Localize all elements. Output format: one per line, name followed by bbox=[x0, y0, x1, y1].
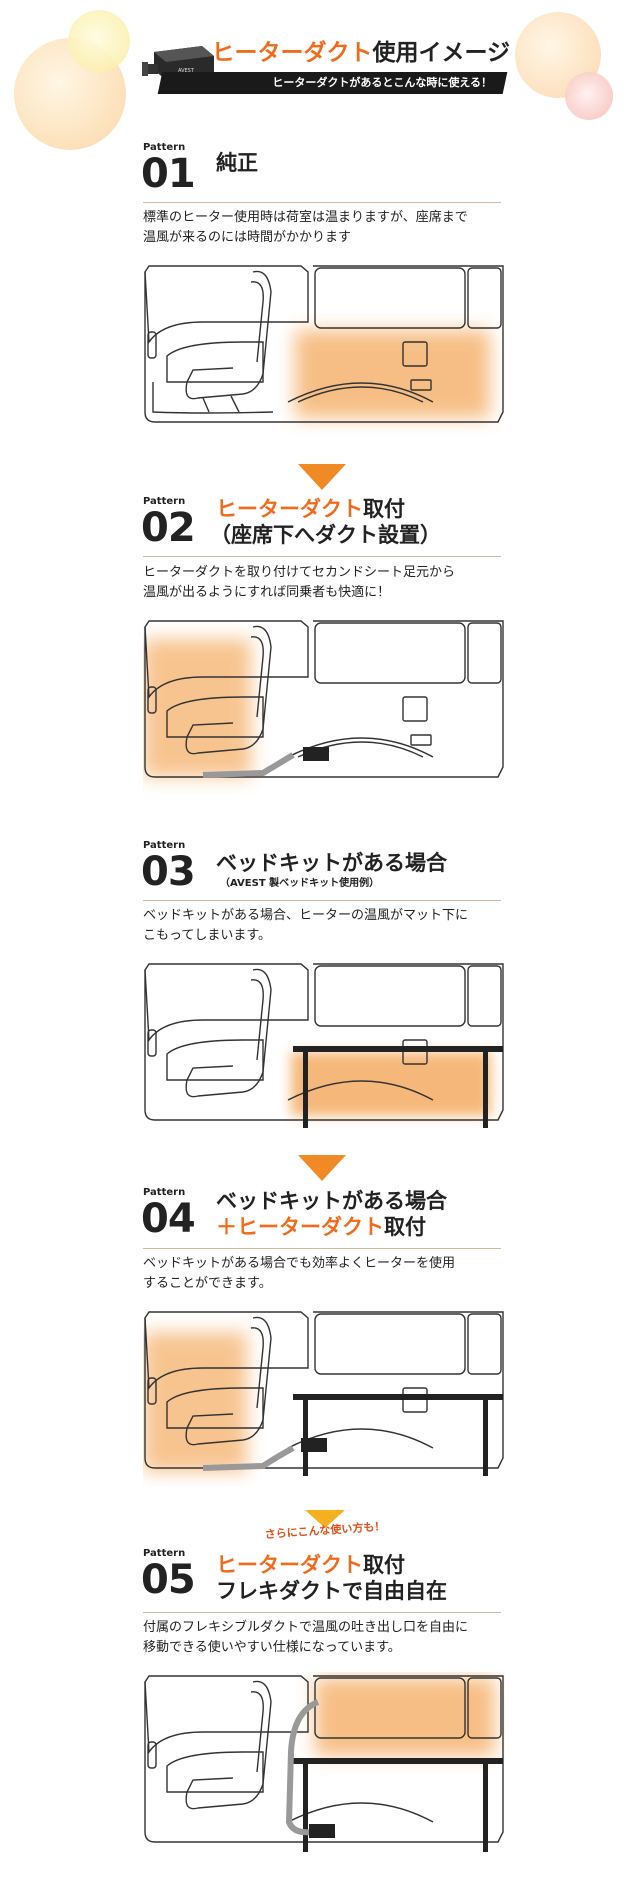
pattern-number: 02 bbox=[141, 505, 196, 551]
page-subtitle: ヒーターダクトがあるとこんな時に使える！ bbox=[272, 76, 492, 89]
duct-hose bbox=[202, 1445, 295, 1471]
flexible-duct bbox=[285, 1699, 320, 1836]
divider bbox=[143, 1612, 501, 1613]
decor-bubble-yellow bbox=[68, 10, 130, 72]
page-title: ヒーターダクト使用イメージ bbox=[200, 38, 510, 68]
down-arrow-icon bbox=[298, 1155, 346, 1181]
pattern-number: 01 bbox=[141, 151, 196, 197]
note-marker-icon bbox=[305, 1510, 345, 1528]
pattern-label: Pattern bbox=[143, 496, 186, 507]
description-line: ベッドキットがある場合でも効率よくヒーターを使用 bbox=[143, 1256, 456, 1271]
section-description: ヒーターダクトを取り付けてセカンドシート足元から 温風が出るようにすれば同乗者も… bbox=[143, 563, 503, 603]
description-line: することができます。 bbox=[143, 1276, 272, 1291]
divider bbox=[143, 556, 501, 557]
description-line: こもってしまいます。 bbox=[143, 928, 272, 943]
heater-duct-icon: AVEST bbox=[142, 46, 214, 80]
van-interior-illustration bbox=[143, 1311, 504, 1476]
section-heading-text: 純正 bbox=[216, 151, 258, 175]
section-heading-line2: フレキダクトで自由自在 bbox=[216, 1579, 447, 1603]
duct-hose bbox=[202, 752, 295, 778]
down-arrow-icon bbox=[298, 464, 346, 490]
section-description: 標準のヒーター使用時は荷室は温まりますが、座席まで 温風が来るのには時間がかかり… bbox=[143, 208, 503, 248]
van-interior-illustration bbox=[144, 1675, 504, 1852]
bed-kit bbox=[293, 1046, 503, 1128]
pattern-number: 04 bbox=[141, 1196, 196, 1242]
warm-air-zone bbox=[295, 330, 490, 418]
section-heading-text: ベッドキットがある場合 bbox=[216, 1189, 447, 1213]
pattern-number: 03 bbox=[141, 849, 196, 895]
warm-air-zone bbox=[143, 639, 251, 777]
pattern-label: Pattern bbox=[143, 1548, 186, 1559]
section-heading-text: ベッドキットがある場合 bbox=[216, 851, 447, 875]
divider bbox=[143, 1248, 501, 1249]
section-heading-line2: ＋ヒーターダクト取付 bbox=[216, 1214, 426, 1240]
description-line: 温風が出るようにすれば同乗者も快適に！ bbox=[143, 585, 391, 600]
description-line: ベッドキットがある場合、ヒーターの温風がマット下に bbox=[143, 908, 469, 923]
section-heading: ヒーターダクト取付 bbox=[216, 496, 405, 522]
bed-kit bbox=[293, 1394, 503, 1476]
warm-air-zone bbox=[143, 1332, 247, 1472]
section-heading: ヒーターダクト取付 bbox=[216, 1552, 405, 1578]
description-line: 温風が来るのには時間がかかります bbox=[143, 230, 352, 245]
svg-text:AVEST: AVEST bbox=[178, 68, 195, 74]
section-heading-text: 取付 bbox=[363, 1553, 405, 1577]
heater-unit bbox=[309, 1824, 335, 1838]
section-heading-highlight: ＋ヒーターダクト bbox=[216, 1215, 384, 1239]
divider bbox=[143, 900, 501, 901]
description-line: 標準のヒーター使用時は荷室は温まりますが、座席まで bbox=[143, 210, 468, 225]
page-title-rest: 使用イメージ bbox=[372, 40, 510, 66]
pattern-label: Pattern bbox=[143, 840, 186, 851]
divider bbox=[143, 202, 501, 203]
section-heading-text: 取付 bbox=[363, 497, 405, 521]
page-title-highlight: ヒーターダクト bbox=[211, 40, 373, 66]
section-description: ベッドキットがある場合、ヒーターの温風がマット下に こもってしまいます。 bbox=[143, 906, 503, 946]
van-interior-illustration bbox=[144, 963, 504, 1128]
section-heading-text: 取付 bbox=[384, 1215, 426, 1239]
heater-unit bbox=[301, 1438, 327, 1452]
pattern-label: Pattern bbox=[143, 1187, 186, 1198]
van-interior-illustration bbox=[144, 265, 504, 423]
section-heading-highlight: ヒーターダクト bbox=[216, 497, 363, 521]
section-heading-highlight: ヒーターダクト bbox=[216, 1553, 363, 1577]
bed-kit bbox=[293, 1758, 503, 1852]
van-interior-illustration bbox=[143, 620, 504, 778]
description-line: ヒーターダクトを取り付けてセカンドシート足元から bbox=[143, 565, 456, 580]
section-description: ベッドキットがある場合でも効率よくヒーターを使用 することができます。 bbox=[143, 1254, 503, 1294]
pattern-label: Pattern bbox=[143, 142, 186, 153]
heater-unit bbox=[303, 747, 329, 761]
description-line: 移動できる使いやすい仕様になっています。 bbox=[143, 1640, 401, 1655]
section-heading: 純正 bbox=[216, 150, 258, 176]
description-line: 付属のフレキシブルダクトで温風の吐き出し口を自由に bbox=[143, 1620, 469, 1635]
section-heading-note: （AVEST 製ベッドキット使用例） bbox=[220, 878, 380, 889]
section-heading: ベッドキットがある場合 bbox=[216, 850, 447, 876]
section-heading-line2: （座席下へダクト設置） bbox=[210, 523, 441, 547]
pattern-number: 05 bbox=[141, 1557, 196, 1603]
section-heading: ベッドキットがある場合 bbox=[216, 1188, 447, 1214]
section-description: 付属のフレキシブルダクトで温風の吐き出し口を自由に 移動できる使いやすい仕様にな… bbox=[143, 1618, 503, 1658]
decor-bubble-pink bbox=[565, 72, 613, 120]
